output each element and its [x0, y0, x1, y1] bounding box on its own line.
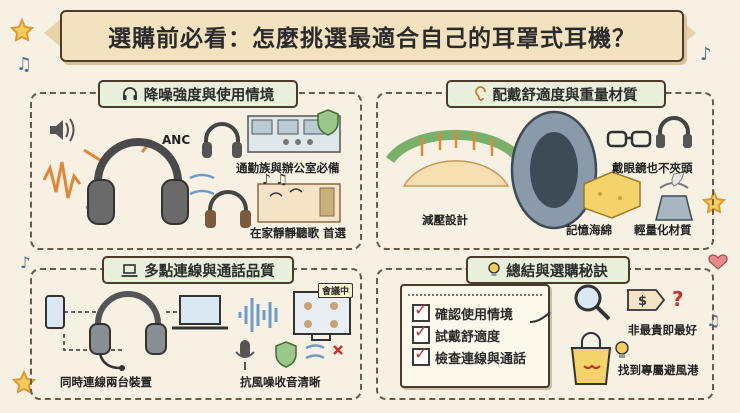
headband-diagram — [385, 129, 525, 187]
checklist-item-label: 檢查連線與通話 — [435, 351, 527, 367]
wind-lines-icon — [305, 344, 325, 360]
star-icon — [9, 17, 35, 42]
meeting-badge-label: 會議中 — [322, 287, 350, 297]
phone-icon — [45, 295, 65, 329]
noise-illustration: ANC ♪ ♫ — [42, 109, 341, 228]
curved-arrow — [529, 311, 551, 323]
section-title-noise: 降噪強度與使用情境 — [143, 87, 275, 104]
anc-label: ANC — [162, 133, 190, 147]
checkbox-icon — [412, 322, 430, 344]
magnifier-icon — [574, 284, 611, 321]
headphones-icon — [205, 190, 251, 228]
microphone-icon — [235, 340, 255, 370]
label-wind-noise: 抗風噪收音清晰 — [240, 375, 321, 389]
section-header-noise: 降噪強度與使用情境 — [98, 80, 298, 108]
banner-left-tail — [44, 18, 62, 48]
label-not-expensive: 非最貴即最好 — [628, 323, 697, 337]
scene-label-commute: 通勤族與辦公室必備 — [236, 161, 340, 175]
cross-icon — [333, 345, 343, 355]
music-notes-icon: ♪ — [700, 44, 712, 65]
headphones-icon — [89, 291, 167, 371]
music-notes-icon: ♫ — [16, 54, 32, 75]
music-notes-icon: ♪ ♫ — [262, 172, 288, 188]
note-binding — [408, 286, 542, 296]
noise-wave-icon — [42, 161, 82, 199]
checklist-item-label: 確認使用情境 — [435, 307, 514, 323]
section-header-summary: 總結與選購秘訣 — [466, 256, 630, 284]
scale-icon — [655, 171, 693, 221]
section-title-summary: 總結與選購秘訣 — [506, 263, 608, 280]
label-multipoint: 同時連線兩台裝置 — [60, 375, 152, 389]
section-title-connect: 多點連線與通話品質 — [144, 263, 275, 280]
price-tag-icon: $ — [627, 289, 666, 311]
shield-check-icon — [275, 341, 297, 368]
label-lightweight: 輕量化材質 — [634, 223, 692, 237]
meeting-badge: 會議中 — [318, 283, 354, 298]
sound-wave-icon — [238, 298, 278, 332]
heart-icon — [708, 254, 728, 270]
headphones-icon — [122, 87, 137, 100]
checklist-item: 試戴舒適度 — [412, 322, 538, 346]
connect-illustration — [45, 291, 351, 371]
headphones-icon — [656, 116, 692, 148]
summary-illustration: $ ? — [529, 284, 684, 385]
lightbulb-icon — [488, 262, 500, 276]
laptop-icon — [172, 295, 228, 330]
question-mark-icon: ? — [672, 287, 684, 311]
checklist-item: 檢查連線與通話 — [412, 344, 538, 368]
music-notes-icon: ♪ — [20, 253, 30, 272]
home-scene — [257, 183, 341, 223]
video-call-icon — [293, 291, 351, 341]
laptop-icon — [121, 263, 138, 277]
checklist-item-label: 試戴舒適度 — [435, 329, 501, 345]
section-title-comfort: 配戴舒適度與重量材質 — [492, 87, 638, 104]
speaker-icon — [50, 118, 75, 142]
label-pressure: 減壓設計 — [422, 213, 468, 227]
checklist-note: 確認使用情境 試戴舒適度 檢查連線與通話 — [400, 284, 550, 388]
title-banner: 選購前必看：怎麼挑選最適合自己的耳罩式耳機？ — [60, 10, 684, 62]
svg-text:$: $ — [638, 294, 647, 309]
headphones-icon — [87, 138, 189, 225]
star-icon — [701, 189, 727, 214]
shopping-bag-icon — [570, 332, 612, 385]
checkbox-icon — [412, 300, 430, 322]
page-title: 選購前必看：怎麼挑選最適合自己的耳罩式耳機？ — [108, 26, 636, 52]
lightbulb-icon — [615, 341, 629, 358]
wind-lines-icon — [189, 173, 215, 196]
shield-check-icon — [317, 109, 339, 136]
comfort-illustration — [385, 110, 693, 230]
section-header-comfort: 配戴舒適度與重量材質 — [446, 80, 666, 108]
ear-icon — [474, 86, 486, 101]
checklist-item: 確認使用情境 — [412, 300, 538, 324]
section-header-connect: 多點連線與通話品質 — [102, 256, 294, 284]
label-foam: 記憶海綿 — [566, 223, 612, 237]
headphones-icon — [202, 122, 242, 158]
memory-foam-icon — [583, 171, 641, 219]
checkbox-icon — [412, 344, 430, 366]
glasses-icon — [606, 130, 652, 148]
scene-label-home: 在家靜靜聽歌 首選 — [250, 226, 347, 240]
label-glasses: 戴眼鏡也不夾頭 — [612, 161, 693, 175]
ear-cushion-icon — [510, 110, 598, 230]
label-find-best: 找到專屬避風港 — [618, 363, 699, 377]
